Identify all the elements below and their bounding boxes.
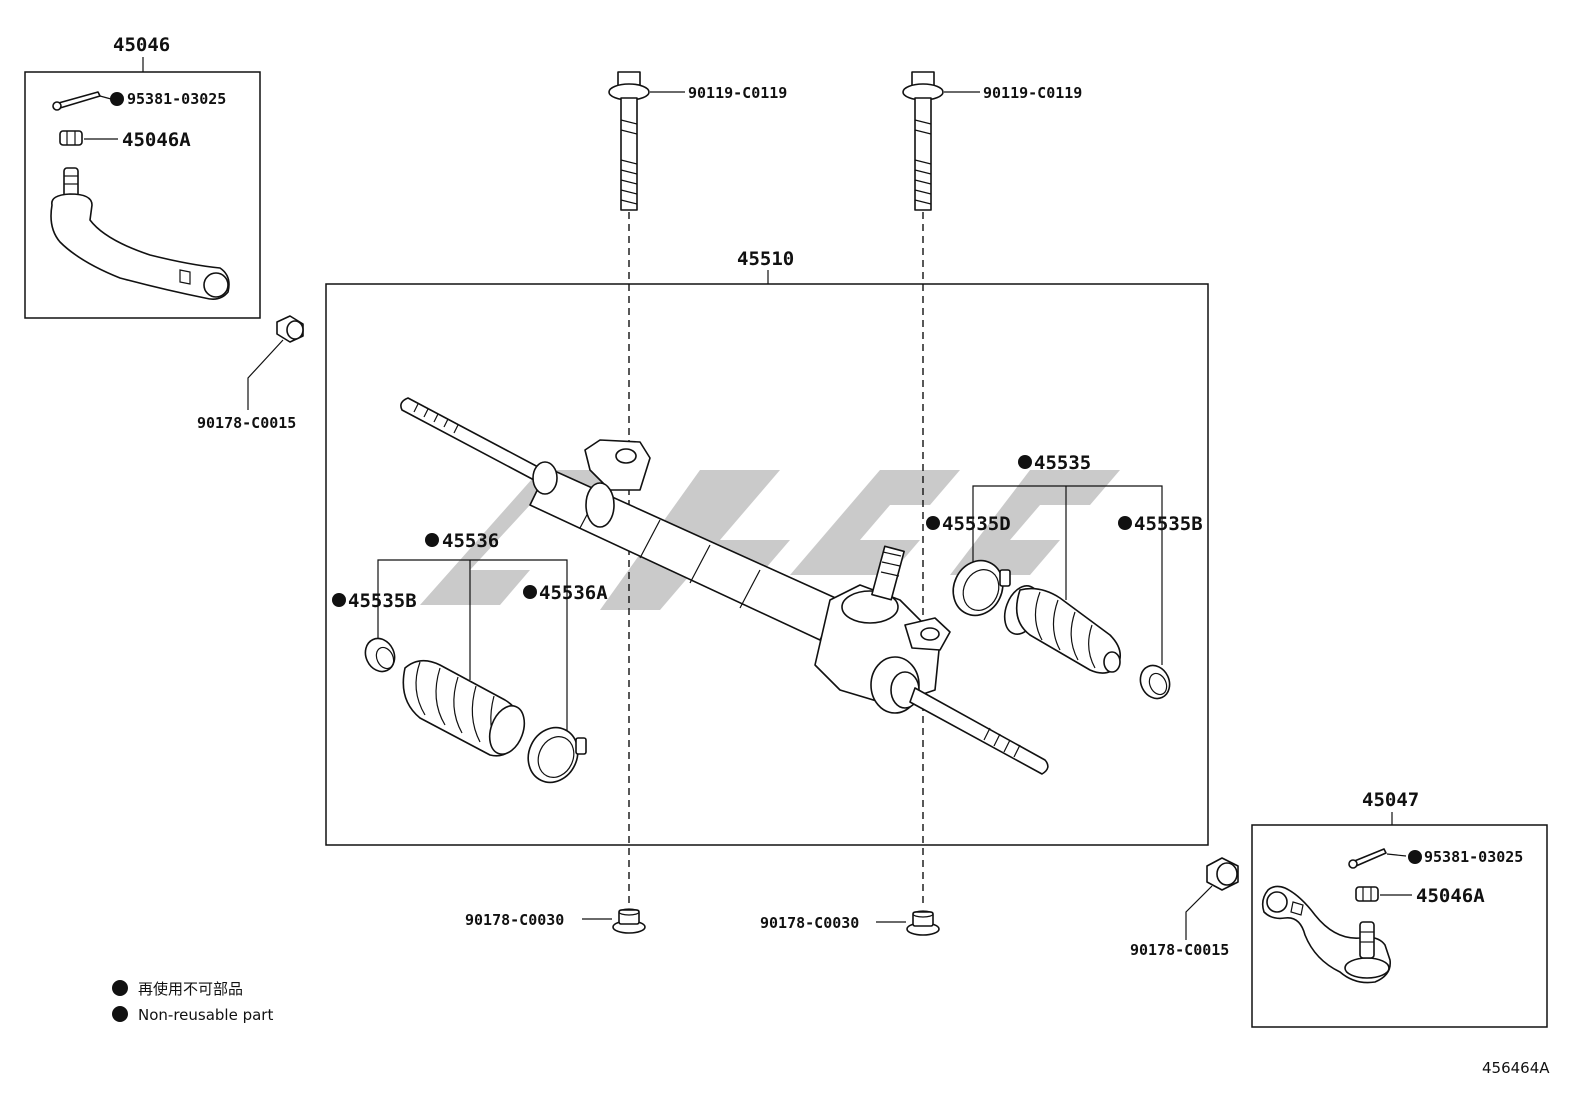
callout-clamp-left-outer[interactable]: 45535B	[348, 590, 417, 612]
bolt-right-icon	[902, 71, 944, 211]
non-reusable-dot-icon	[523, 585, 537, 599]
non-reusable-dot-icon	[110, 92, 124, 106]
callout-clamp-right-inner[interactable]: 45535D	[942, 513, 1011, 535]
callout-tie-rod-end-lh[interactable]: 45046	[113, 34, 170, 56]
bolt-right-group: 90119-C0119	[902, 71, 1082, 905]
bushing-lh-icon	[276, 315, 304, 343]
non-reusable-dot-icon	[112, 1006, 128, 1022]
tie-rod-end-lh-group: 45046 95381-03025 45046A	[24, 34, 261, 319]
callout-cotter-pin-lh[interactable]: 95381-03025	[127, 90, 226, 108]
non-reusable-dot-icon	[1118, 516, 1132, 530]
callout-boot-kit-right[interactable]: 45535	[1034, 452, 1091, 474]
nut-left-bottom-group: 90178-C0030	[465, 908, 646, 934]
callout-cotter-pin-rh[interactable]: 95381-03025	[1424, 848, 1523, 866]
callout-clamp-left-inner[interactable]: 45536A	[539, 582, 608, 604]
cotter-pin-lh-icon	[52, 91, 101, 111]
callout-bushing-lh[interactable]: 90178-C0015	[197, 414, 296, 432]
boot-left-icon	[402, 659, 526, 757]
callout-nut-lh[interactable]: 45046A	[122, 129, 191, 151]
callout-nut-rh[interactable]: 45046A	[1416, 885, 1485, 907]
non-reusable-dot-icon	[1408, 850, 1422, 864]
callout-clamp-right-outer[interactable]: 45535B	[1134, 513, 1203, 535]
non-reusable-dot-icon	[926, 516, 940, 530]
clamp-right-inner-icon	[952, 559, 1011, 617]
callout-tie-rod-end-rh[interactable]: 45047	[1362, 789, 1419, 811]
boot-right-icon	[1003, 585, 1121, 674]
bolt-left-icon	[608, 71, 650, 211]
tie-rod-end-lh-icon	[50, 167, 230, 300]
callout-bushing-rh[interactable]: 90178-C0015	[1130, 941, 1229, 959]
non-reusable-dot-icon	[1018, 455, 1032, 469]
bushing-lh-group: 90178-C0015	[197, 315, 304, 432]
cotter-pin-rh-icon	[1348, 848, 1387, 869]
legend-japanese: 再使用不可部品	[138, 980, 243, 998]
gear-assembly-group: 45510	[325, 248, 1209, 846]
legend: 再使用不可部品 Non-reusable part	[112, 980, 273, 1024]
callout-nut-right-bottom[interactable]: 90178-C0030	[760, 914, 859, 932]
callout-bolt-right[interactable]: 90119-C0119	[983, 84, 1082, 102]
gear-assembly-frame	[325, 283, 1209, 846]
tie-rod-end-rh-icon	[1261, 885, 1392, 984]
castle-nut-lh-icon	[59, 130, 83, 146]
tie-rod-end-rh-group: 45047 95381-03025 45046A	[1251, 789, 1548, 1028]
bushing-rh-icon	[1206, 857, 1239, 891]
callout-bolt-left[interactable]: 90119-C0119	[688, 84, 787, 102]
clamp-left-inner-icon	[527, 726, 587, 784]
legend-english: Non-reusable part	[138, 1006, 273, 1024]
clamp-left-outer-icon	[364, 637, 396, 673]
bushing-rh-group: 90178-C0015	[1130, 857, 1239, 959]
callout-nut-left-bottom[interactable]: 90178-C0030	[465, 911, 564, 929]
flange-nut-right-icon	[906, 910, 940, 936]
diagram-code: 456464A	[1482, 1059, 1550, 1077]
callout-gear-assembly[interactable]: 45510	[737, 248, 794, 270]
non-reusable-dot-icon	[425, 533, 439, 547]
castle-nut-rh-icon	[1355, 886, 1379, 902]
flange-nut-left-icon	[612, 908, 646, 934]
non-reusable-dot-icon	[332, 593, 346, 607]
callout-boot-kit-left[interactable]: 45536	[442, 530, 499, 552]
tie-rod-end-rh-frame	[1251, 824, 1548, 1028]
clamp-right-outer-icon	[1139, 664, 1171, 700]
non-reusable-dot-icon	[112, 980, 128, 996]
steering-rack-icon	[400, 397, 1049, 775]
bolt-left-group: 90119-C0119	[608, 71, 787, 905]
nut-right-bottom-group: 90178-C0030	[760, 910, 940, 936]
